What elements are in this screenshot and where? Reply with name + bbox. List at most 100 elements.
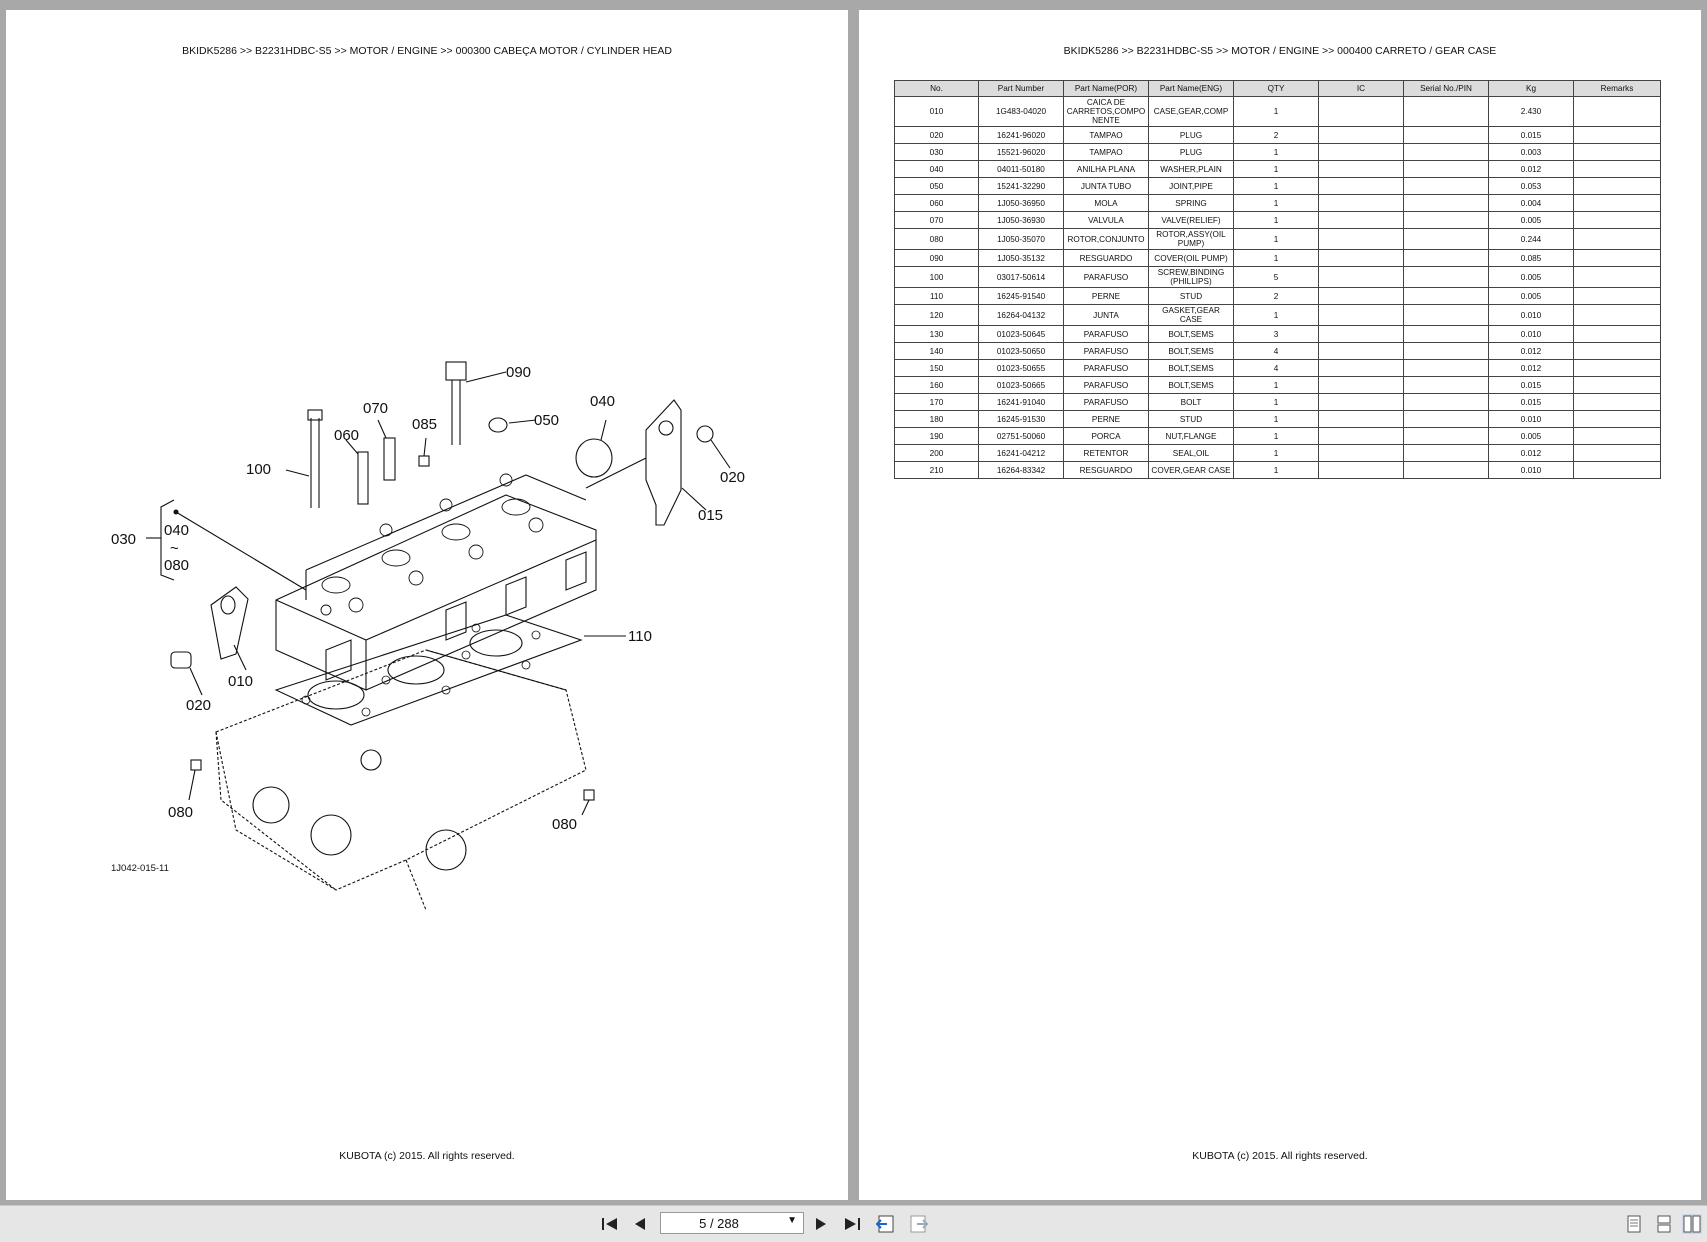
table-cell: PLUG [1148, 143, 1234, 161]
table-cell [1573, 194, 1661, 212]
table-cell: 0.005 [1488, 266, 1574, 288]
table-cell: 140 [894, 342, 979, 360]
table-cell: 010 [894, 96, 979, 127]
table-cell: NUT,FLANGE [1148, 427, 1234, 445]
table-cell: 090 [894, 249, 979, 267]
table-cell [1318, 342, 1404, 360]
callout-090: 090 [506, 364, 531, 381]
table-cell: 5 [1233, 266, 1319, 288]
table-cell: 070 [894, 211, 979, 229]
table-cell: 0.085 [1488, 249, 1574, 267]
table-cell: BOLT,SEMS [1148, 376, 1234, 394]
next-page-icon[interactable] [809, 1212, 833, 1236]
table-cell: 0.010 [1488, 325, 1574, 343]
table-cell: 2.430 [1488, 96, 1574, 127]
table-cell: PARAFUSO [1063, 266, 1149, 288]
table-cell: 210 [894, 461, 979, 479]
page-footer: KUBOTA (c) 2015. All rights reserved. [1192, 1150, 1368, 1162]
table-cell: 1 [1233, 410, 1319, 428]
table-cell: 150 [894, 359, 979, 377]
page-footer: KUBOTA (c) 2015. All rights reserved. [339, 1150, 515, 1162]
table-cell [1403, 160, 1489, 178]
table-cell: 02751-50060 [978, 427, 1064, 445]
table-cell: RESGUARDO [1063, 249, 1149, 267]
table-cell: 0.005 [1488, 427, 1574, 445]
table-cell [1403, 287, 1489, 305]
table-cell [1318, 359, 1404, 377]
table-cell: 16241-04212 [978, 444, 1064, 462]
table-cell: PARAFUSO [1063, 342, 1149, 360]
table-cell [1573, 228, 1661, 250]
table-cell: 16245-91530 [978, 410, 1064, 428]
column-header: Part Name(ENG) [1148, 80, 1234, 97]
table-cell: 170 [894, 393, 979, 411]
page-indicator: 5 / 288 [699, 1216, 739, 1231]
last-page-icon[interactable] [840, 1212, 864, 1236]
table-cell: GASKET,GEAR CASE [1148, 304, 1234, 326]
table-cell [1318, 211, 1404, 229]
page-number-selector[interactable]: 5 / 288 ▼ [660, 1212, 804, 1234]
table-cell: 130 [894, 325, 979, 343]
facing-pages-view-icon[interactable] [1682, 1214, 1702, 1234]
callout-080-lower-left: 080 [168, 804, 193, 821]
table-cell: 0.005 [1488, 211, 1574, 229]
table-cell: 1J050-35132 [978, 249, 1064, 267]
table-cell [1318, 427, 1404, 445]
viewer-toolbar: 5 / 288 ▼ [0, 1205, 1707, 1242]
table-cell: STUD [1148, 410, 1234, 428]
table-cell [1573, 143, 1661, 161]
table-cell [1318, 444, 1404, 462]
continuous-view-icon[interactable] [1654, 1214, 1674, 1234]
table-cell: PARAFUSO [1063, 393, 1149, 411]
callout-020-upper: 020 [720, 469, 745, 486]
go-forward-icon[interactable] [906, 1212, 930, 1236]
first-page-icon[interactable] [598, 1212, 622, 1236]
table-cell: 080 [894, 228, 979, 250]
table-cell: 1 [1233, 393, 1319, 411]
chevron-down-icon[interactable]: ▼ [787, 1215, 797, 1226]
table-cell [1573, 393, 1661, 411]
table-cell: 1 [1233, 376, 1319, 394]
table-cell: 1 [1233, 177, 1319, 195]
table-cell: 04011-50180 [978, 160, 1064, 178]
table-cell [1573, 126, 1661, 144]
callout-range-tilde: ~ [170, 540, 179, 557]
previous-page-icon[interactable] [628, 1212, 652, 1236]
table-cell [1403, 194, 1489, 212]
single-page-view-icon[interactable] [1624, 1214, 1644, 1234]
table-cell: PERNE [1063, 410, 1149, 428]
table-cell: PARAFUSO [1063, 325, 1149, 343]
table-cell: STUD [1148, 287, 1234, 305]
go-back-icon[interactable] [874, 1212, 898, 1236]
table-cell [1573, 304, 1661, 326]
table-cell: SPRING [1148, 194, 1234, 212]
table-cell [1573, 427, 1661, 445]
table-cell: 1 [1233, 228, 1319, 250]
table-cell: JUNTA [1063, 304, 1149, 326]
table-cell [1573, 249, 1661, 267]
table-cell [1318, 160, 1404, 178]
callout-030: 030 [111, 531, 136, 548]
table-cell: CAICA DE CARRETOS,COMPO NENTE [1063, 96, 1149, 127]
column-header: IC [1318, 80, 1404, 97]
table-cell: COVER,GEAR CASE [1148, 461, 1234, 479]
callout-110: 110 [628, 628, 652, 645]
table-cell [1318, 249, 1404, 267]
table-cell: 4 [1233, 342, 1319, 360]
callout-100: 100 [246, 461, 271, 478]
table-cell: CASE,GEAR,COMP [1148, 96, 1234, 127]
table-cell [1318, 143, 1404, 161]
table-cell: 15521-96020 [978, 143, 1064, 161]
cylinder-head-exploded-diagram: 090 070 085 050 040 060 100 020 015 030 … [111, 361, 745, 910]
table-cell: SEAL,OIL [1148, 444, 1234, 462]
table-cell: MOLA [1063, 194, 1149, 212]
table-cell [1403, 427, 1489, 445]
